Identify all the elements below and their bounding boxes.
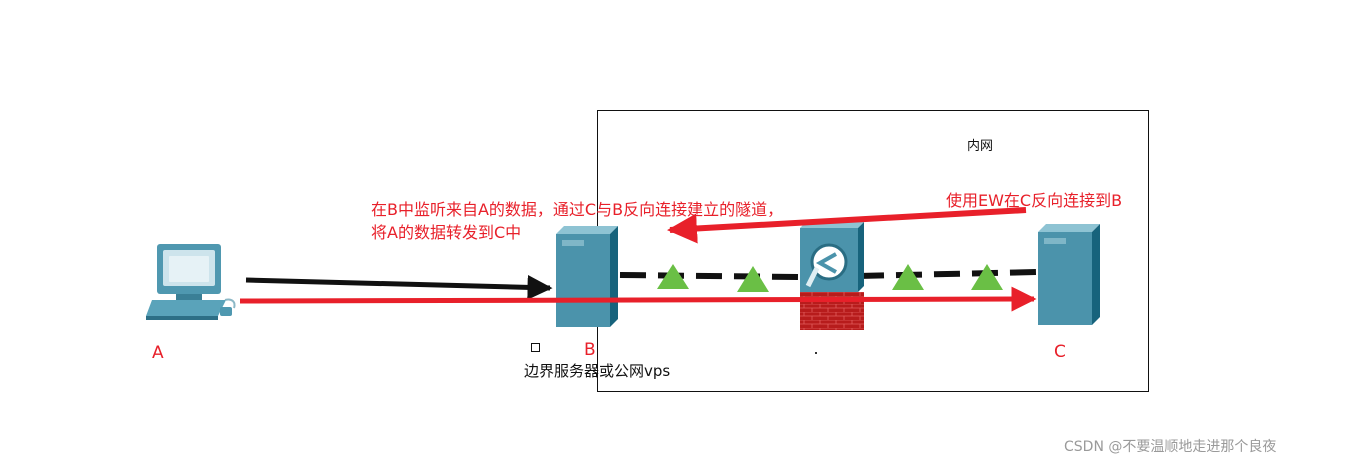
description-line-2: 将A的数据转发到C中	[371, 223, 522, 242]
description-line-1: 在B中监听来自A的数据，通过C与B反向连接建立的隧道，	[371, 200, 784, 219]
arrow-c-to-b-reverse	[667, 207, 1027, 244]
tunnel-marker-icon	[892, 264, 924, 290]
firewall-icon	[800, 222, 864, 330]
server-icon	[1038, 224, 1100, 325]
node-b-label: B	[584, 340, 596, 360]
node-c-label: C	[1054, 342, 1066, 362]
watermark: CSDN @不要温顺地走进那个良夜	[1064, 439, 1277, 455]
server-icon	[556, 226, 618, 327]
tunnel-marker-icon	[737, 266, 769, 292]
c-caption: 使用EW在C反向连接到B	[946, 191, 1123, 210]
node-a-label: A	[152, 343, 164, 363]
tunnel-marker-icon	[657, 264, 689, 289]
tunnel-line	[619, 269, 1039, 280]
small-marker	[531, 343, 540, 352]
tunnel-marker-icon	[971, 264, 1003, 290]
intranet-label: 内网	[967, 139, 994, 154]
b-caption: 边界服务器或公网vps	[524, 362, 671, 380]
arrow-a-to-b	[245, 274, 553, 300]
computer-icon	[146, 244, 236, 320]
firewall-dot	[815, 352, 817, 354]
arrow-a-to-c	[239, 286, 1037, 312]
